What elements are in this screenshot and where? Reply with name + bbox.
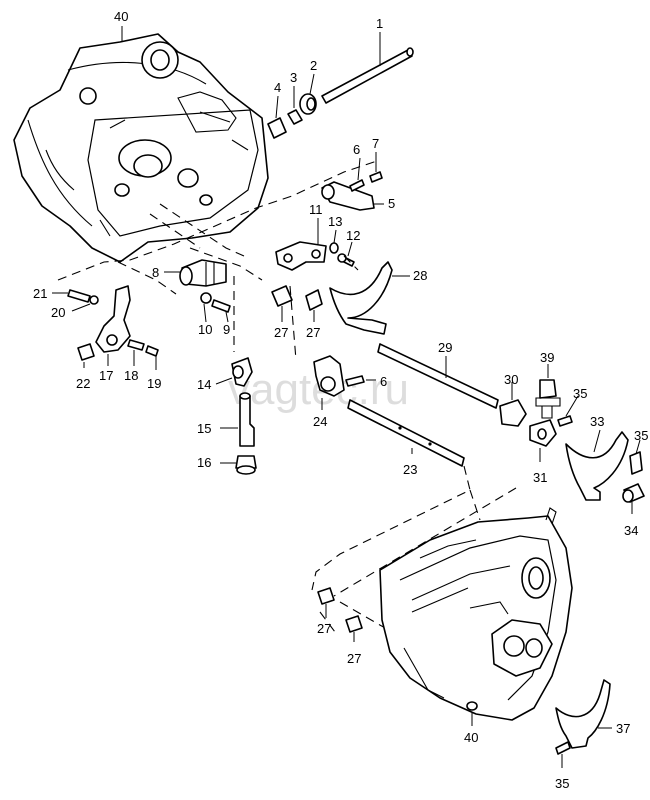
leader-6-upper bbox=[357, 157, 361, 181]
plug-part-39 bbox=[535, 379, 561, 419]
bush-part-27-upper-right bbox=[305, 289, 323, 311]
seal-part-2 bbox=[299, 93, 317, 115]
callout-5: 5 bbox=[388, 196, 395, 211]
callout-27-d: 27 bbox=[347, 651, 361, 666]
cap-part-22 bbox=[77, 343, 95, 361]
selector-fork-part-28 bbox=[329, 261, 393, 335]
callout-2: 2 bbox=[310, 58, 317, 73]
leader-4 bbox=[275, 95, 279, 119]
callout-21: 21 bbox=[33, 286, 47, 301]
pin-part-6 bbox=[349, 179, 365, 192]
callout-27-a: 27 bbox=[274, 325, 288, 340]
washer-part-13 bbox=[329, 242, 339, 254]
leader-33 bbox=[593, 429, 601, 453]
bush-part-27-lower-upper bbox=[317, 587, 335, 605]
callout-24: 24 bbox=[313, 414, 327, 429]
callout-1: 1 bbox=[376, 16, 383, 31]
callout-40-lower: 40 bbox=[464, 730, 478, 745]
callout-10: 10 bbox=[198, 322, 212, 337]
callout-4: 4 bbox=[274, 80, 281, 95]
shift-rod-part-1 bbox=[321, 47, 414, 104]
shaft-part-15 bbox=[239, 392, 255, 447]
callout-18: 18 bbox=[124, 368, 138, 383]
bush-part-4 bbox=[267, 117, 287, 139]
selector-rod-part-29 bbox=[377, 343, 499, 409]
callout-9: 9 bbox=[223, 322, 230, 337]
callout-12: 12 bbox=[346, 228, 360, 243]
callout-23: 23 bbox=[403, 462, 417, 477]
callout-29: 29 bbox=[438, 340, 452, 355]
callout-11: 11 bbox=[309, 202, 323, 217]
pin-part-7 bbox=[369, 171, 383, 183]
leader-2 bbox=[309, 73, 315, 95]
leader-12 bbox=[347, 241, 353, 257]
leader-20 bbox=[71, 303, 91, 312]
callout-13: 13 bbox=[328, 214, 342, 229]
bush-part-34 bbox=[622, 483, 645, 503]
callout-33: 33 bbox=[590, 414, 604, 429]
bolt-part-9 bbox=[211, 299, 231, 313]
bush-part-3 bbox=[287, 109, 303, 125]
clutch-housing-part-40 bbox=[13, 33, 269, 263]
bush-part-27-lower-lower bbox=[345, 615, 363, 633]
callout-30: 30 bbox=[504, 372, 518, 387]
pin-part-19 bbox=[145, 345, 159, 357]
bolt-part-12 bbox=[337, 253, 355, 267]
ball-part-20 bbox=[89, 295, 99, 305]
callout-35-middle: 35 bbox=[573, 386, 587, 401]
callout-37: 37 bbox=[616, 721, 630, 736]
callout-40-upper: 40 bbox=[114, 9, 128, 24]
gearbox-housing-part-40 bbox=[379, 507, 573, 721]
callout-28: 28 bbox=[413, 268, 427, 283]
leader-14 bbox=[215, 377, 233, 385]
plug-part-16 bbox=[235, 455, 257, 475]
callout-35-bottom: 35 bbox=[555, 776, 569, 791]
bracket-part-11 bbox=[275, 241, 327, 271]
callout-34: 34 bbox=[624, 523, 638, 538]
selector-rod-part-23 bbox=[347, 399, 465, 467]
callout-27-c: 27 bbox=[317, 621, 331, 636]
selector-shaft-part-8 bbox=[179, 259, 227, 287]
callout-6-lower: 6 bbox=[380, 374, 387, 389]
callout-17: 17 bbox=[99, 368, 113, 383]
relay-lever-part-17 bbox=[95, 285, 131, 353]
pin-part-18 bbox=[127, 339, 145, 351]
callout-31: 31 bbox=[533, 470, 547, 485]
selector-finger-part-14 bbox=[231, 357, 253, 387]
callout-27-b: 27 bbox=[306, 325, 320, 340]
callout-16: 16 bbox=[197, 455, 211, 470]
bush-part-27-upper-left bbox=[271, 285, 293, 307]
washer-part-10 bbox=[200, 292, 212, 304]
callout-8: 8 bbox=[152, 265, 159, 280]
shift-lever-part-5 bbox=[321, 181, 375, 211]
pin-part-35-middle bbox=[557, 415, 573, 427]
bolt-part-21 bbox=[67, 289, 91, 303]
callout-19: 19 bbox=[147, 376, 161, 391]
shift-lever-part-24 bbox=[313, 355, 345, 397]
callout-6-upper: 6 bbox=[353, 142, 360, 157]
selector-fork-part-37 bbox=[555, 679, 611, 749]
callout-3: 3 bbox=[290, 70, 297, 85]
pin-part-6-middle bbox=[345, 375, 365, 387]
callout-14: 14 bbox=[197, 377, 211, 392]
callout-20: 20 bbox=[51, 305, 65, 320]
callout-35-right: 35 bbox=[634, 428, 648, 443]
selector-fork-part-33 bbox=[565, 431, 629, 501]
pin-part-35-right bbox=[629, 451, 643, 475]
leader-35-right bbox=[635, 439, 641, 455]
leader-35-middle bbox=[565, 395, 579, 417]
callout-15: 15 bbox=[197, 421, 211, 436]
callout-39: 39 bbox=[540, 350, 554, 365]
callout-7: 7 bbox=[372, 136, 379, 151]
assembly-dashed-lines bbox=[57, 159, 517, 637]
fork-head-part-31 bbox=[529, 419, 557, 447]
pin-part-35-bottom bbox=[555, 741, 571, 755]
leader-10 bbox=[203, 303, 207, 323]
leader-9 bbox=[225, 311, 229, 323]
fork-piece-part-30 bbox=[499, 399, 527, 427]
leader-13 bbox=[333, 229, 337, 244]
callout-22: 22 bbox=[76, 376, 90, 391]
